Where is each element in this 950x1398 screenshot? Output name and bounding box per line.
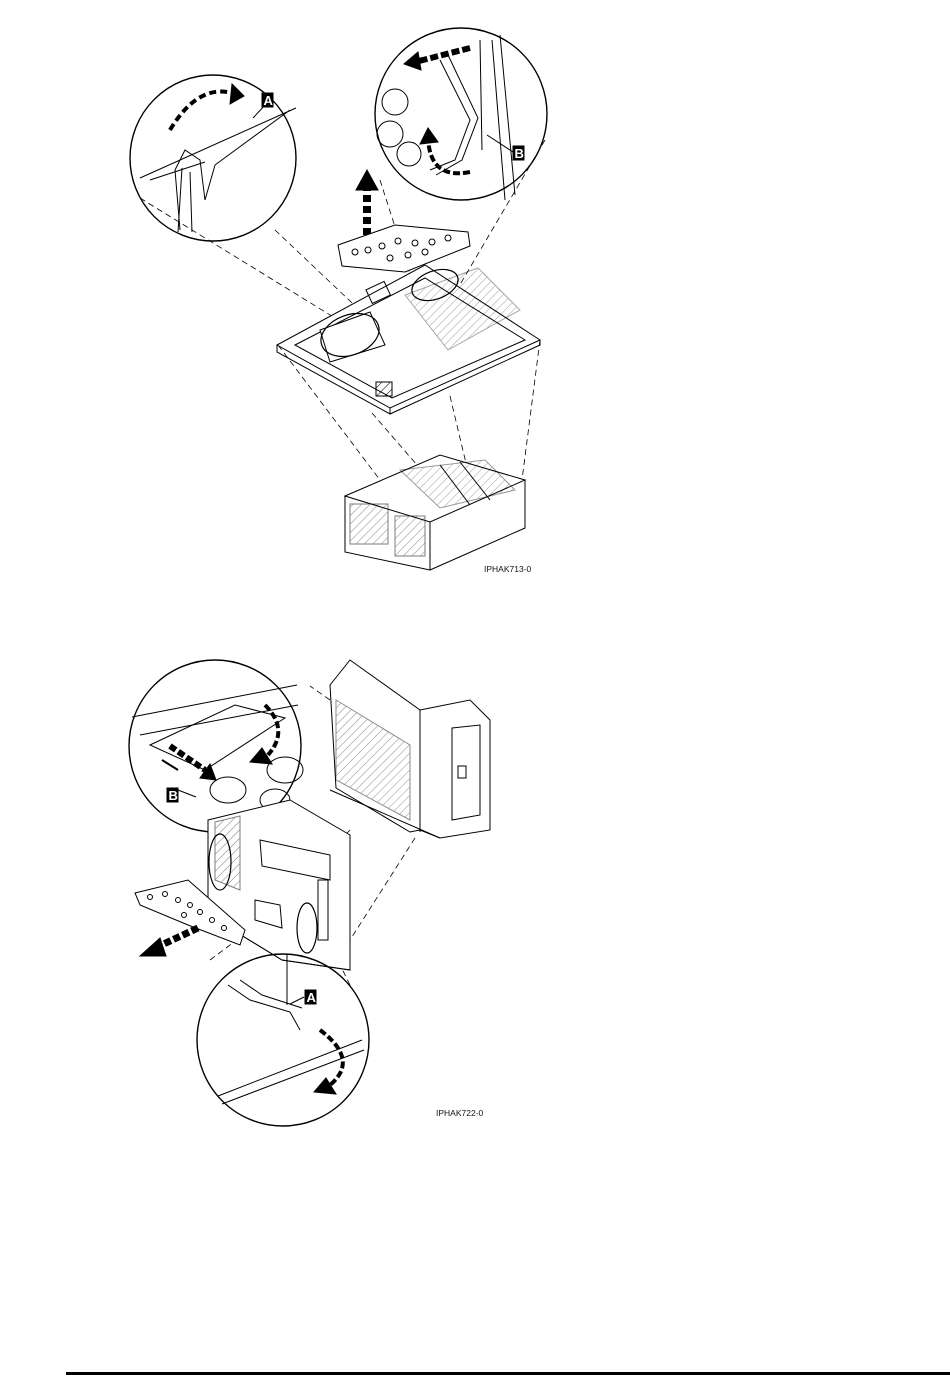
svg-text:B: B	[169, 788, 178, 803]
callout-a-fig1: A	[253, 93, 274, 118]
tower-server-fig2	[330, 660, 490, 838]
figure-id-1: IPHAK713-0	[484, 564, 532, 574]
svg-text:A: A	[264, 93, 274, 108]
figure-id-2: IPHAK722-0	[436, 1108, 484, 1118]
drawer-cover-fig1	[277, 264, 540, 414]
page-footer-rule	[66, 1372, 950, 1375]
detail-circle-a-fig2	[197, 954, 369, 1126]
svg-text:B: B	[515, 146, 524, 161]
figure-2-tower: B	[129, 660, 490, 1126]
chassis-fig2	[208, 800, 350, 970]
detail-circle-b	[375, 28, 547, 200]
callout-a-fig2: A	[290, 990, 317, 1005]
callout-b-fig2: B	[167, 788, 196, 803]
lift-arrow-fig1	[356, 170, 378, 235]
callout-b-fig1: B	[487, 135, 524, 161]
figure-1-rack-drawer: A B	[130, 28, 547, 574]
bracket-part-fig1	[338, 225, 470, 272]
pull-arrow-fig2	[140, 928, 198, 956]
server-drawer-fig1	[345, 455, 525, 570]
svg-text:A: A	[307, 990, 317, 1005]
